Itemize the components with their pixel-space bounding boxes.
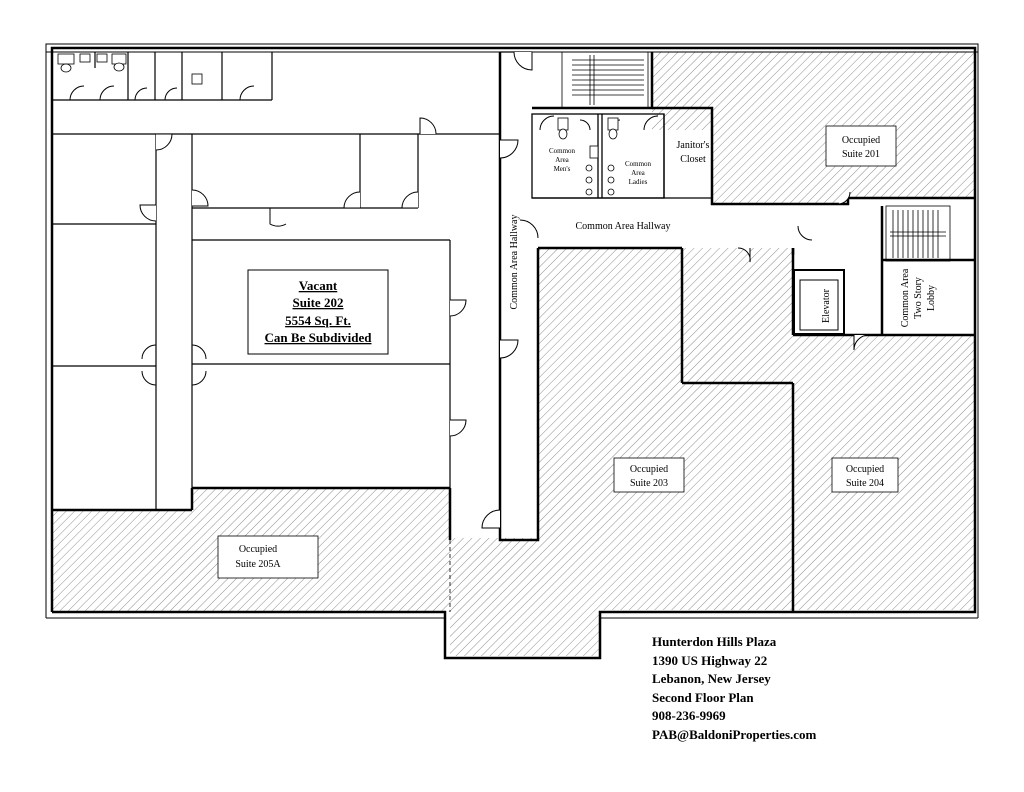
suite-202-note: Can Be Subdivided [265,330,373,345]
stairs-lobby [885,205,951,262]
suite-205a-label: Occupied Suite 205A [217,535,319,579]
contact-email: PAB@BaldoniProperties.com [652,726,817,742]
mens-room-label: Common Area Men's [549,147,576,173]
suite-203-area[interactable] [450,248,793,656]
suite-201-name: Suite 201 [842,149,880,160]
svg-text:Lobby: Lobby [926,285,937,311]
svg-text:Janitor's: Janitor's [677,140,710,151]
property-name: Hunterdon Hills Plaza [652,634,777,649]
suite-203-name: Suite 203 [630,478,668,489]
janitor-closet-label: Janitor's Closet [677,140,710,165]
elevator-label: Elevator [821,288,832,323]
window-marks [100,611,960,659]
property-city: Lebanon, New Jersey [652,671,771,686]
suite-204-area[interactable] [682,248,975,610]
suite-201-area[interactable] [652,52,975,204]
svg-text:Common: Common [549,147,576,155]
hallway-horizontal-label: Common Area Hallway [576,221,671,232]
suite-202-name: Suite 202 [293,295,344,310]
suite-204-status: Occupied [846,464,884,475]
suite-204-name: Suite 204 [846,478,884,489]
suite-202-area: 5554 Sq. Ft. [285,313,351,328]
suite-201-label: Occupied Suite 201 [825,125,897,167]
ladies-room-label: Common Area Ladies [625,160,652,186]
stairs-north [561,51,649,109]
demising-walls [52,52,975,612]
svg-text:Common Area: Common Area [900,268,911,327]
svg-text:Closet: Closet [680,154,706,165]
svg-text:Area: Area [555,156,569,164]
plumbing-fixtures [57,53,619,196]
svg-text:Ladies: Ladies [629,178,648,186]
suite-202-label: Vacant Suite 202 5554 Sq. Ft. Can Be Sub… [247,269,389,355]
suite-205a-name: Suite 205A [235,559,281,570]
suite-201-status: Occupied [842,135,880,146]
suite-203-label: Occupied Suite 203 [613,457,685,493]
contact-phone: 908-236-9969 [652,708,726,723]
svg-text:Two Story: Two Story [913,277,924,319]
suite-203-status: Occupied [630,464,668,475]
hallway-vertical-label: Common Area Hallway [509,215,520,310]
svg-text:Area: Area [631,169,645,177]
svg-text:Common: Common [625,160,652,168]
property-address: 1390 US Highway 22 [652,652,768,668]
plan-title: Second Floor Plan [652,689,754,705]
suite-202-status: Vacant [299,278,338,293]
property-info-block: Hunterdon Hills Plaza 1390 US Highway 22… [652,633,972,744]
svg-text:Men's: Men's [554,165,571,173]
suite-205a-status: Occupied [239,544,277,555]
lobby-label: Common Area Two Story Lobby [900,268,937,327]
suite-204-label: Occupied Suite 204 [831,457,899,493]
